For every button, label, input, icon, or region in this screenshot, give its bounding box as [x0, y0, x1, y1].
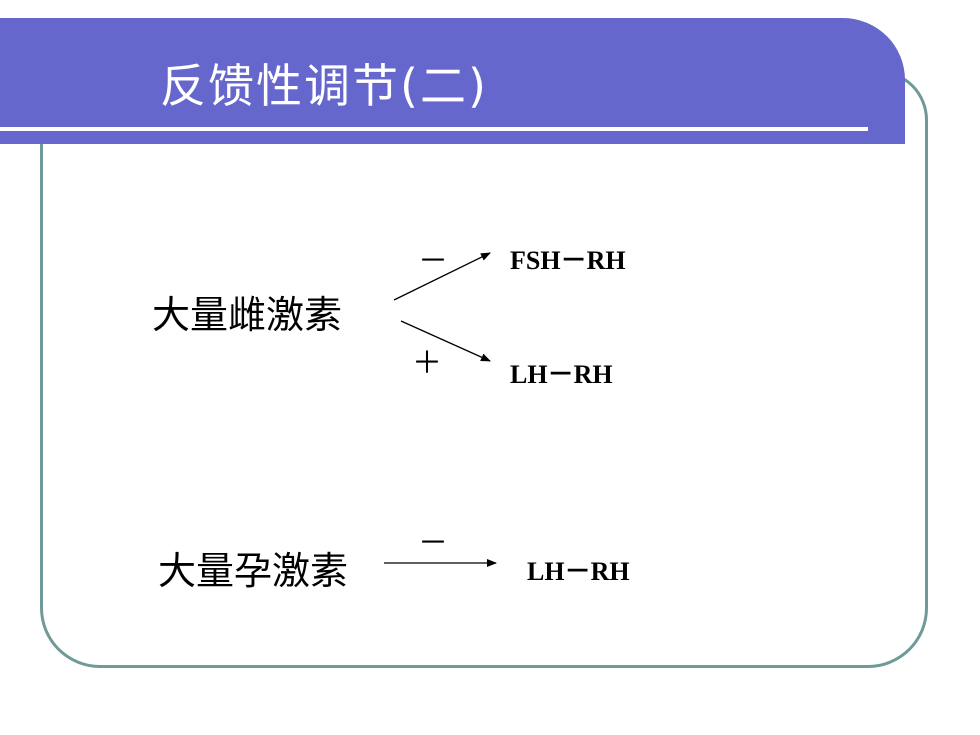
title-underline: [0, 127, 868, 131]
content-frame: [40, 70, 928, 668]
progesterone-label: 大量孕激素: [158, 549, 349, 593]
positive-sign-lower: ＋: [412, 346, 442, 381]
estrogen-label: 大量雌激素: [152, 293, 343, 337]
lh-rh-label-upper: LH－RH: [510, 360, 613, 389]
negative-sign-row2: －: [418, 526, 448, 561]
arrow-to-fsh-rh: [393, 252, 491, 301]
fsh-rh-label: FSH－RH: [510, 246, 626, 275]
lh-rh-label-lower: LH－RH: [527, 557, 630, 586]
negative-sign-upper: －: [418, 244, 448, 279]
title-bar: [0, 18, 905, 144]
slide-title: 反馈性调节(二): [160, 59, 488, 113]
arrow-to-lh-rh-upper: [400, 320, 491, 362]
